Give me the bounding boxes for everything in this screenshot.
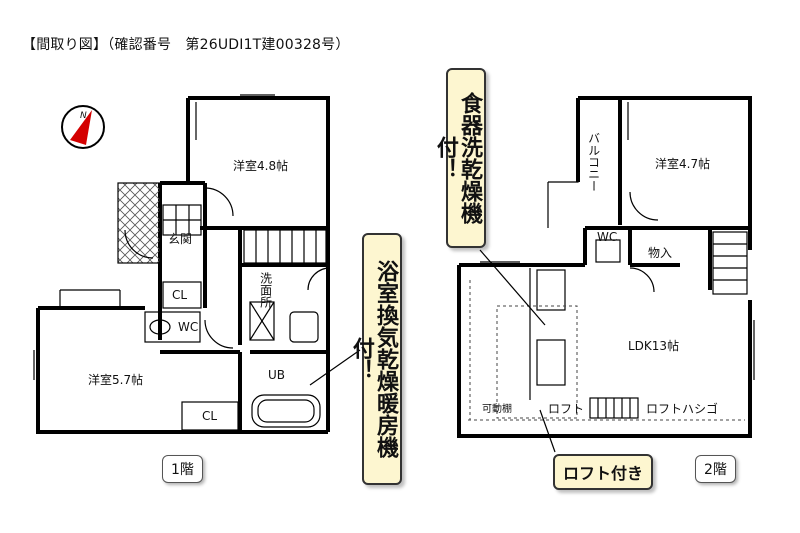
callout-dishwasher: 食器洗乾燥機付！ — [433, 68, 486, 248]
room-bath: UB — [268, 368, 286, 382]
room-entrance: 玄関 — [168, 232, 193, 246]
room-closet-2: CL — [202, 409, 218, 423]
floor2-label: 2階 — [695, 455, 736, 483]
room-loft-ladder: ロフトハシゴ — [646, 402, 719, 416]
compass-letter: N — [80, 111, 87, 121]
room-storage: 物入 — [648, 246, 673, 260]
page-title: 【間取り図】（確認番号 第26UDI1T建00328号） — [22, 37, 350, 53]
room-balcony: バルコニー — [586, 132, 601, 192]
room-closet-1: CL — [172, 288, 188, 302]
room-washroom: 洗面所 — [258, 272, 273, 308]
room-bedroom-4-7: 洋室4.7帖 — [655, 157, 711, 171]
room-toilet-1: WC — [178, 320, 199, 334]
callout-bath-dryer: 浴室換気乾燥暖房機付！ — [349, 233, 402, 485]
floor2-walls — [457, 96, 752, 438]
room-toilet-2: WC — [597, 230, 618, 244]
callout-loft: ロフト付き — [553, 454, 654, 490]
room-loft: ロフト — [548, 402, 585, 416]
room-ldk: LDK13帖 — [628, 339, 680, 353]
floor1-label: 1階 — [162, 455, 203, 483]
north-compass-icon — [61, 105, 105, 149]
room-bedroom-4-8: 洋室4.8帖 — [233, 159, 289, 173]
room-shelf: 可動棚 — [482, 404, 512, 415]
room-bedroom-5-7: 洋室5.7帖 — [88, 373, 144, 387]
